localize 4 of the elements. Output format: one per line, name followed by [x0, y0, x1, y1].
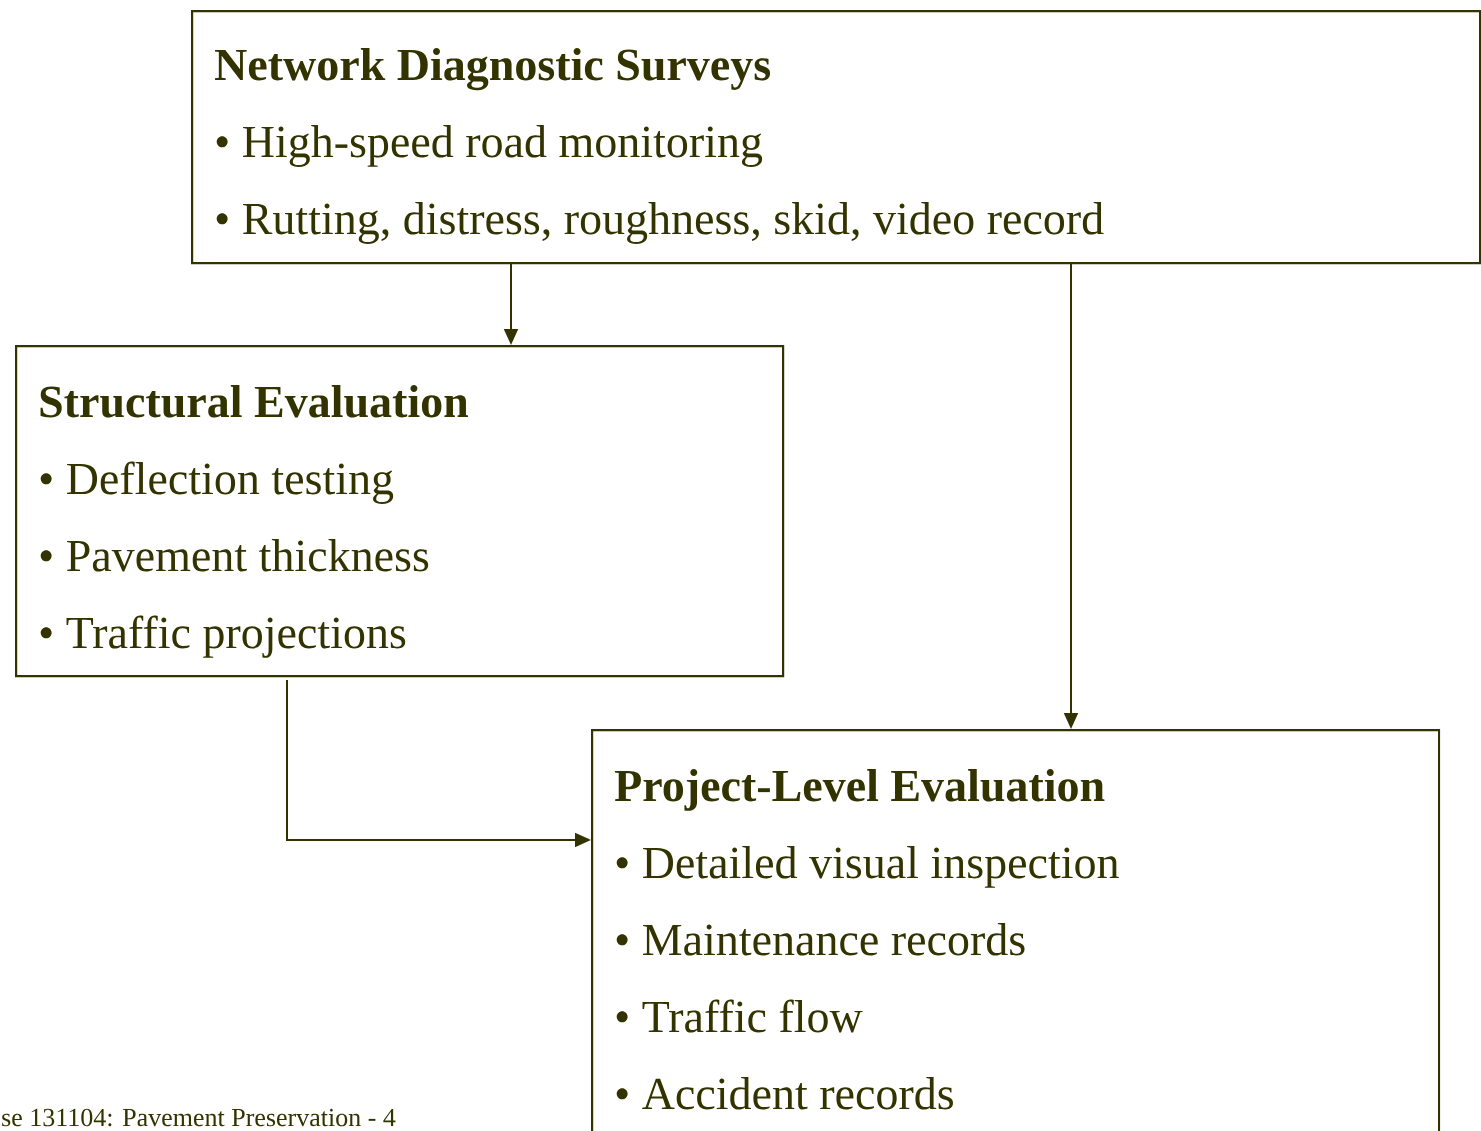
process-box: Network Diagnostic Surveys • High-speed road monitoring • Rutting, distress, roughness, skid, video record — [191, 10, 1481, 265]
process-box: Structural Evaluation • Deflection testing • Pavement thickness • Traffic projections — [15, 345, 785, 678]
process-box: Project-Level Evaluation • Detailed visual inspection • Maintenance records • Traffic flow • Accident records — [591, 729, 1441, 1131]
footer-text: se 131104: Pavement Preservation - 4 — [2, 1108, 396, 1127]
